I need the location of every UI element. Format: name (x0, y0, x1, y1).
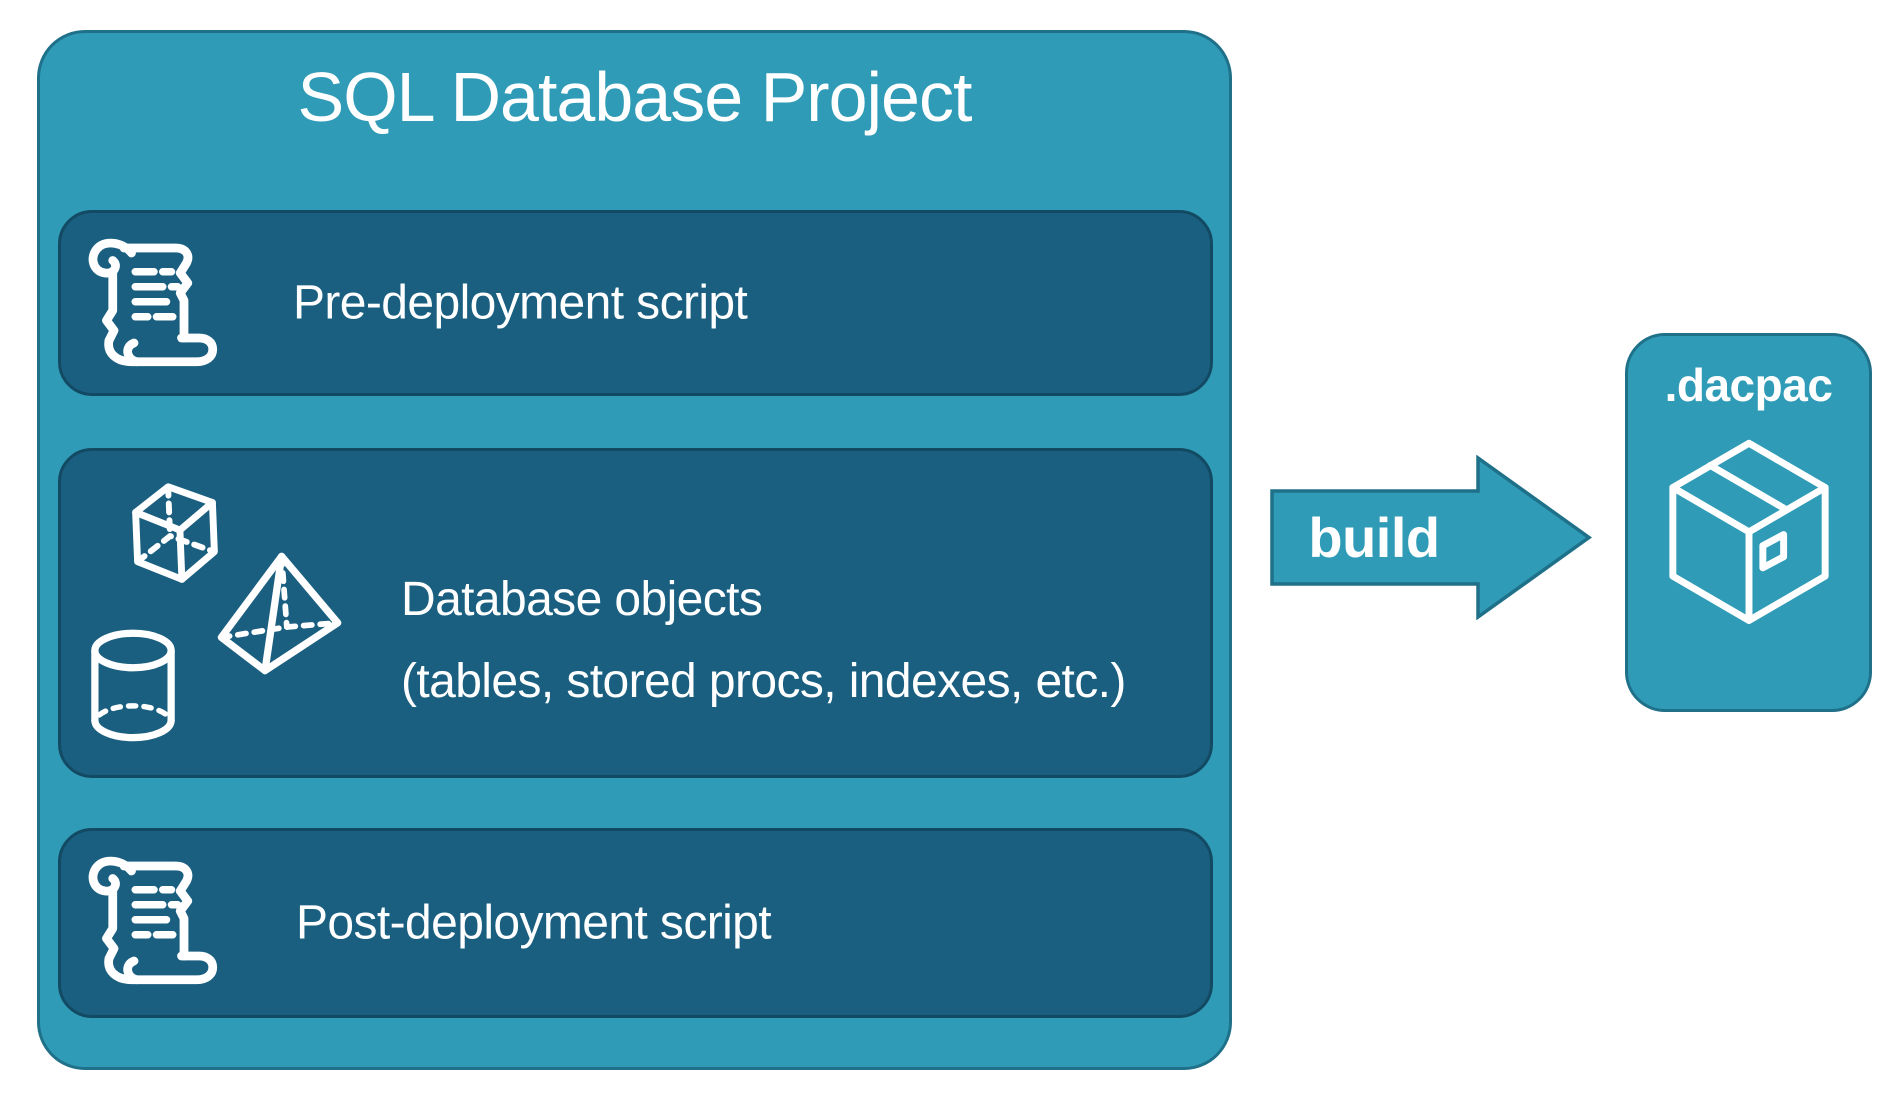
database-objects-label: Database objects (tables, stored procs, … (401, 559, 1126, 723)
post-deployment-label: Post-deployment script (296, 896, 772, 950)
build-arrow-label: build (1308, 506, 1440, 569)
post-deployment-panel: Post-deployment script (58, 828, 1213, 1018)
scroll-icon (79, 233, 229, 383)
pre-deployment-panel: Pre-deployment script (58, 210, 1213, 396)
dacpac-container: .dacpac (1625, 333, 1872, 712)
pre-deployment-label: Pre-deployment script (293, 276, 748, 330)
scroll-icon (79, 851, 229, 1001)
package-icon (1659, 432, 1839, 640)
build-arrow (1270, 455, 1592, 620)
database-objects-panel: Database objects (tables, stored procs, … (58, 448, 1213, 778)
project-title: SQL Database Project (297, 58, 973, 136)
pyramid-icon (206, 546, 351, 681)
database-objects-label-line1: Database objects (401, 573, 763, 626)
dacpac-label: .dacpac (1664, 359, 1833, 411)
sql-database-project-container: SQL Database Project P (37, 30, 1232, 1070)
cube-icon (111, 473, 239, 601)
cylinder-icon (83, 626, 183, 744)
database-objects-label-line2: (tables, stored procs, indexes, etc.) (401, 655, 1126, 708)
